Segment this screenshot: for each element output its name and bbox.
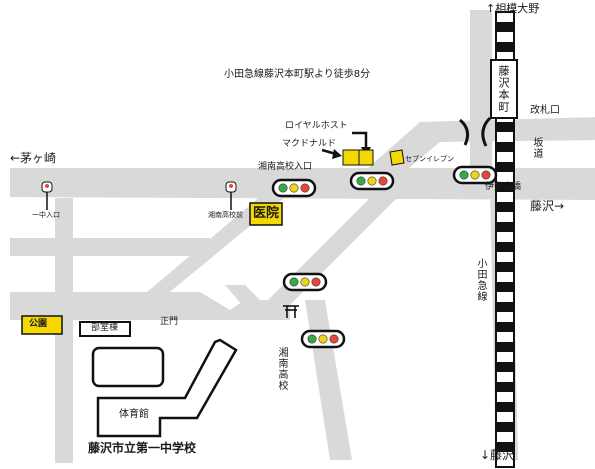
rail-tie — [497, 182, 513, 192]
club-building-box — [79, 321, 131, 337]
signal-post-shonanmae — [225, 181, 237, 210]
traffic-signal-icon — [452, 165, 498, 185]
mcdonalds-label: マクドナルド — [282, 139, 337, 149]
rail-tie — [497, 262, 513, 272]
station-box — [490, 59, 518, 119]
railway — [495, 11, 515, 468]
traffic-signal-icon — [282, 272, 328, 292]
road-diagonal-west — [140, 195, 284, 300]
traffic-signal-icon — [349, 171, 395, 191]
direction-east: 藤沢→ — [530, 199, 565, 213]
rail-tie — [497, 422, 513, 432]
road-to-gate — [10, 292, 290, 320]
map-header: 小田急線藤沢本町駅より徒歩8分 — [224, 69, 371, 80]
road-northeast — [360, 117, 595, 182]
rail-tie — [497, 282, 513, 292]
road-torii — [225, 285, 270, 320]
school-name: 藤沢市立第一中学校 — [88, 441, 197, 455]
school-building — [96, 338, 238, 438]
main-gate-label: 正門 — [160, 317, 179, 327]
road-west — [55, 198, 73, 463]
traffic-signals — [271, 165, 498, 349]
gymnasium-label: 体育館 — [119, 409, 149, 420]
rail-tie — [497, 382, 513, 392]
rail-tie — [497, 202, 513, 212]
direction-north: ↑相模大野 — [486, 2, 540, 15]
shonan-mae-label: 湘南高校前 — [208, 211, 243, 219]
rail-tie — [497, 442, 513, 452]
direction-west: ←茅ヶ崎 — [10, 151, 57, 165]
gate-label: 改札口 — [530, 105, 560, 116]
mcdonalds-building — [358, 149, 374, 166]
seveneleven-label: セブンイレブン — [405, 155, 454, 163]
gate-brackets — [458, 116, 492, 147]
traffic-signal-icon — [300, 329, 346, 349]
rail-tie — [497, 402, 513, 412]
rail-tie — [497, 302, 513, 312]
road-station-north — [470, 10, 492, 170]
school-ground — [91, 346, 165, 388]
station-name: 藤沢本町 — [497, 65, 510, 113]
direction-south: ↓藤沢 — [480, 448, 515, 462]
rail-tie — [497, 222, 513, 232]
railway-label: 小田急線 — [475, 258, 486, 302]
royalhost-arrow — [352, 131, 368, 150]
hospital-label: 医院 — [253, 206, 280, 221]
rail-tie — [497, 362, 513, 372]
road-middle — [10, 238, 210, 256]
park-box — [21, 315, 63, 335]
traffic-signal-icon — [271, 178, 317, 198]
slope-label: 坂道 — [531, 137, 542, 159]
rail-tie — [497, 22, 513, 32]
rail-tie — [497, 242, 513, 252]
royalhost-label: ロイヤルホスト — [285, 121, 348, 131]
hospital-building — [249, 202, 283, 226]
club-building-label: 部室棟 — [91, 323, 119, 333]
rail-tie — [497, 342, 513, 352]
road-shonan-south — [305, 300, 352, 460]
torii-icon — [283, 305, 299, 318]
signal-post-ichuu — [41, 181, 53, 210]
ichuu-iriguchi-label: 一中入口 — [32, 211, 60, 219]
rail-tie — [497, 122, 513, 132]
bridge-label: 伊勢山橋 — [485, 182, 522, 192]
shonan-road-label: 湘南高校 — [276, 347, 287, 391]
rail-tie — [497, 42, 513, 52]
park-label: 公園 — [29, 319, 48, 329]
rail-tie — [497, 162, 513, 172]
seveneleven-building — [389, 149, 405, 166]
rail-tie — [497, 322, 513, 332]
royalhost-building — [342, 149, 360, 166]
shonan-entrance-label: 湘南高校入口 — [258, 162, 313, 172]
rail-tie — [497, 142, 513, 152]
